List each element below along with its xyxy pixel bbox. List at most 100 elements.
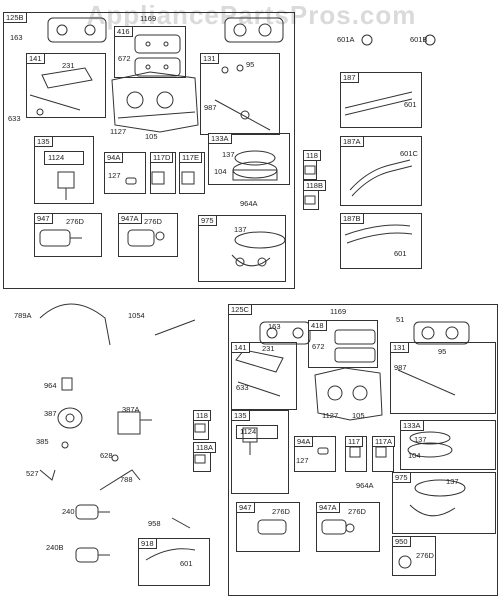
group-117Ab-box[interactable]: 117A: [372, 436, 395, 472]
group-133Ab-tag: 133A: [400, 420, 424, 431]
label-276De: 276D: [416, 551, 434, 560]
group-975b-box[interactable]: 975: [392, 472, 496, 534]
tube-918-part: [146, 549, 195, 560]
label-276Dc: 276D: [272, 507, 290, 516]
group-118a-box[interactable]: 118: [303, 150, 321, 180]
group-117Da-box[interactable]: 117D: [150, 152, 176, 194]
group-141b-box[interactable]: 141: [231, 342, 297, 410]
group-187A-tag: 187A: [340, 136, 364, 147]
label-137c: 137: [414, 435, 427, 444]
group-118Ba-tag: 118B: [303, 180, 326, 191]
group-1124a-box[interactable]: 1124: [44, 151, 84, 165]
group-117Ea-box[interactable]: 117E: [179, 152, 205, 194]
label-1127a: 1127: [110, 127, 127, 136]
group-950b-tag: 950: [392, 536, 411, 547]
label-672a: 672: [118, 54, 131, 63]
group-135a-box[interactable]: 135: [34, 136, 94, 204]
label-231b: 231: [262, 344, 275, 353]
group-131b-box[interactable]: 131: [390, 342, 496, 414]
label-163a: 163: [10, 33, 23, 42]
group-118Ba-box[interactable]: 118B: [303, 180, 326, 210]
intake-gasket-part: [225, 18, 283, 42]
fuel-filter-240B-part: [76, 548, 110, 562]
group-141a-box[interactable]: 141: [26, 53, 106, 118]
label-104a: 104: [214, 167, 227, 176]
group-418b-box[interactable]: 418: [308, 320, 378, 368]
intake-gasket-51-part: [414, 322, 469, 344]
label-276Da: 276D: [66, 217, 84, 226]
filter-133Ab-part: [408, 432, 452, 457]
intake-975b-part: [410, 480, 465, 516]
group-117Ab-tag: 117A: [372, 436, 395, 447]
group-947Aa-box[interactable]: 947A: [118, 213, 178, 257]
label-137b: 137: [234, 225, 247, 234]
group-187B-tag: 187B: [340, 213, 364, 224]
bracket-788-part: [100, 470, 140, 490]
tube-187A-part: [350, 160, 412, 196]
valve-958-part: [172, 518, 190, 528]
group-975a-tag: 975: [198, 215, 217, 226]
fuel-pump-387-part: [58, 408, 82, 428]
group-125C-box[interactable]: 125C: [228, 304, 498, 596]
label-137d: 137: [446, 477, 459, 486]
label-987a: 987: [204, 103, 217, 112]
label-601b: 601: [394, 249, 407, 258]
group-950b-box[interactable]: 950: [392, 536, 436, 576]
gasket-163b-part: [260, 322, 310, 344]
label-105a: 105: [145, 132, 158, 141]
group-947Ab-tag: 947A: [316, 502, 340, 513]
group-117b-box[interactable]: 117: [345, 436, 367, 472]
group-947a-tag: 947: [34, 213, 53, 224]
group-133Ab-box[interactable]: 133A: [400, 420, 496, 470]
group-918-box[interactable]: 918: [138, 538, 210, 586]
label-387A: 387A: [122, 405, 140, 414]
cylinder-head-b-part: [315, 368, 382, 420]
label-104b: 104: [408, 451, 421, 460]
group-187B-box[interactable]: 187B: [340, 213, 422, 269]
label-601C: 601C: [400, 149, 418, 158]
group-187A-box[interactable]: 187A: [340, 136, 422, 206]
group-141b-tag: 141: [231, 342, 250, 353]
label-964Aa: 964A: [240, 199, 258, 208]
fuel-pump-387A-part: [118, 412, 152, 434]
label-51: 51: [396, 315, 405, 324]
clip-527-part: [40, 470, 55, 480]
gasket-163-part: [48, 18, 106, 42]
label-1124a: 1124: [48, 153, 65, 162]
label-231a: 231: [62, 61, 75, 70]
group-141a-tag: 141: [26, 53, 45, 64]
group-94Ab-box[interactable]: 94A: [294, 436, 336, 472]
label-240: 240: [62, 507, 75, 516]
group-187-box[interactable]: 187: [340, 72, 422, 128]
group-125B-box[interactable]: 125B: [3, 12, 295, 289]
cable-789A-part: [40, 304, 110, 345]
group-131a-box[interactable]: 131: [200, 53, 280, 135]
group-131b-tag: 131: [390, 342, 409, 353]
label-276Dd: 276D: [348, 507, 366, 516]
group-118Ab-box[interactable]: 118A: [193, 442, 216, 472]
label-628: 628: [100, 451, 113, 460]
label-601c: 601: [180, 559, 193, 568]
group-117Ea-tag: 117E: [179, 152, 202, 163]
group-133Aa-box[interactable]: 133A: [208, 133, 290, 185]
group-975b-tag: 975: [392, 472, 411, 483]
group-125B-tag: 125B: [3, 12, 27, 23]
group-118b-box[interactable]: 118: [193, 410, 211, 440]
group-416a-tag: 416: [114, 26, 133, 37]
group-118a-tag: 118: [303, 150, 321, 161]
watermark: AppliancePartsPros.com: [86, 0, 417, 30]
group-975a-box[interactable]: 975: [198, 215, 286, 282]
group-947b-box[interactable]: 947: [236, 502, 300, 552]
group-1124b-box[interactable]: 1124: [236, 425, 278, 439]
group-135b-box[interactable]: 135: [231, 410, 289, 494]
group-918-tag: 918: [138, 538, 157, 549]
group-416a-box[interactable]: 416: [114, 26, 186, 78]
group-947Ab-box[interactable]: 947A: [316, 502, 380, 552]
fuel-solenoid-947a-part: [40, 230, 82, 246]
group-94Aa-box[interactable]: 94A: [104, 152, 146, 194]
label-1054: 1054: [128, 311, 145, 320]
fuel-filter-240-part: [76, 505, 110, 519]
label-95a: 95: [246, 60, 255, 69]
label-527: 527: [26, 469, 39, 478]
group-947a-box[interactable]: 947: [34, 213, 102, 257]
